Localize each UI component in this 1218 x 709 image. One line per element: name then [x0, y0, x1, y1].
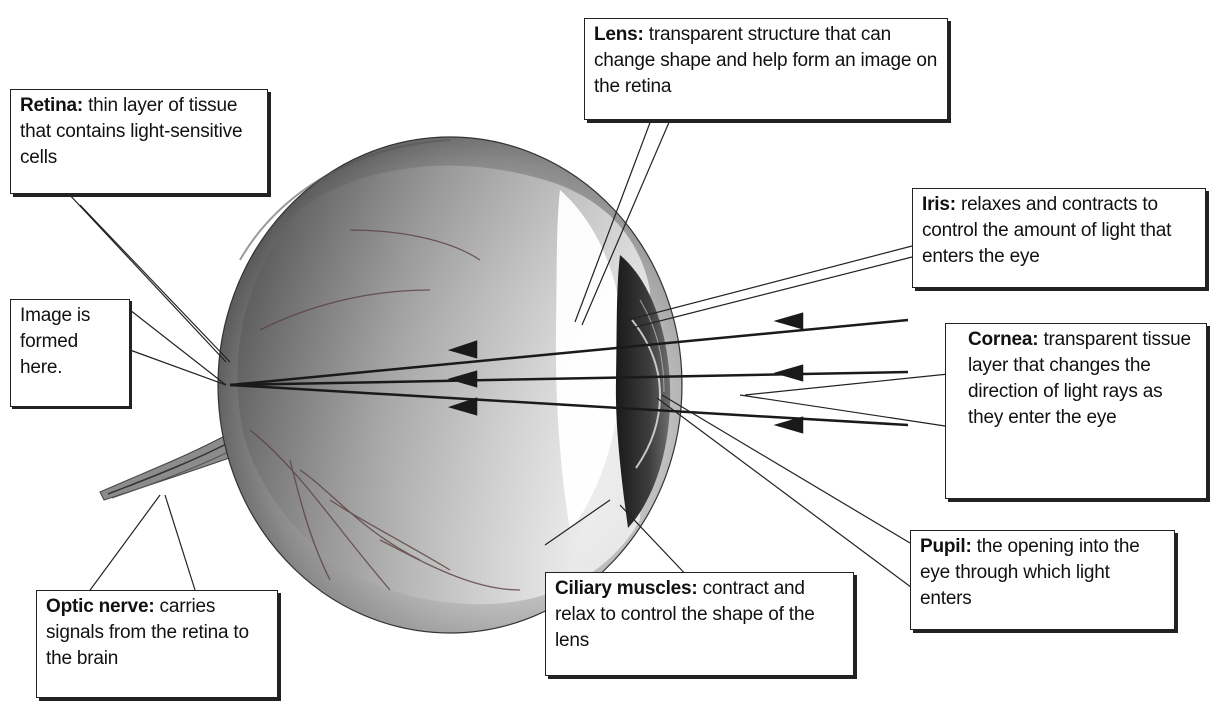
- label-image-formed-text: Image is formed here.: [20, 305, 90, 378]
- label-lens-term: Lens:: [594, 24, 644, 45]
- label-lens: Lens: transparent structure that can cha…: [584, 18, 948, 120]
- label-retina-term: Retina:: [20, 95, 83, 116]
- arrowhead: [778, 314, 802, 328]
- label-pupil-term: Pupil:: [920, 536, 972, 557]
- label-iris: Iris: relaxes and contracts to control t…: [912, 188, 1206, 288]
- label-optic-nerve: Optic nerve: carries signals from the re…: [36, 590, 278, 698]
- label-pupil: Pupil: the opening into the eye through …: [910, 530, 1175, 630]
- label-optic-nerve-term: Optic nerve:: [46, 596, 154, 617]
- optic-nerve: [100, 432, 238, 500]
- label-image-formed: Image is formed here.: [10, 299, 130, 407]
- label-retina: Retina: thin layer of tissue that contai…: [10, 89, 268, 194]
- label-iris-term: Iris:: [922, 194, 956, 215]
- label-ciliary: Ciliary muscles: contract and relax to c…: [545, 572, 854, 676]
- arrowhead: [778, 366, 802, 380]
- label-ciliary-term: Ciliary muscles:: [555, 578, 698, 599]
- label-iris-desc: relaxes and contracts to control the amo…: [922, 194, 1171, 267]
- label-cornea: Cornea: transparent tissue layer that ch…: [945, 323, 1207, 499]
- label-lens-desc: transparent structure that can change sh…: [594, 24, 937, 97]
- arrowhead: [778, 418, 802, 432]
- label-cornea-term: Cornea:: [968, 329, 1038, 350]
